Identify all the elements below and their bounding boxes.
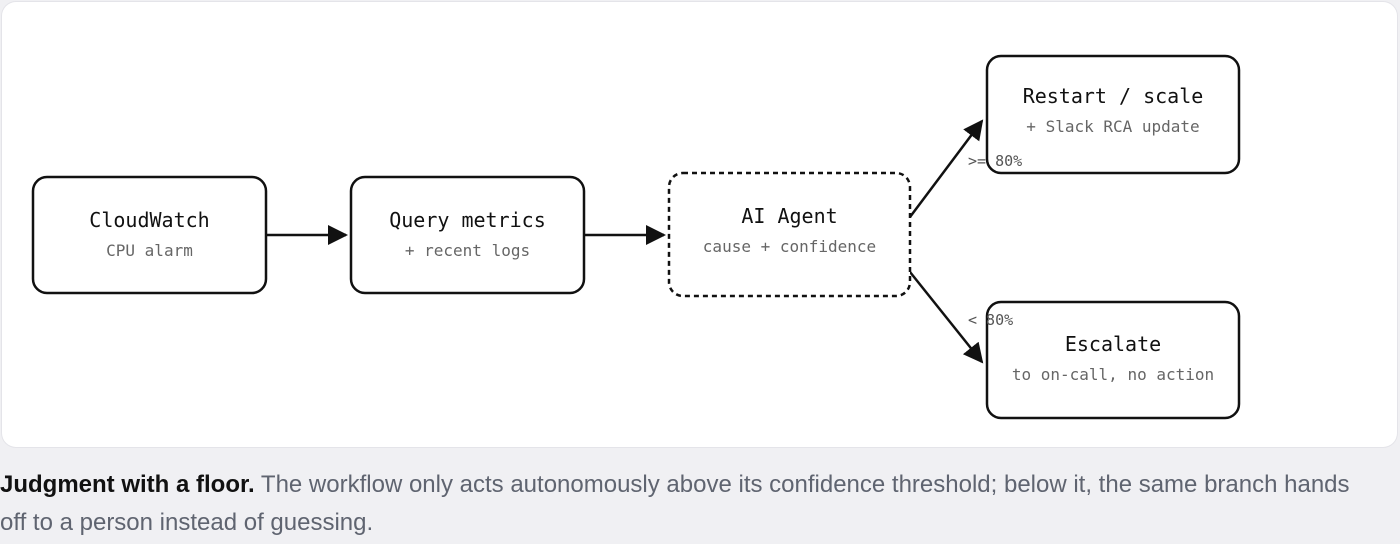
node-restart-scale-subtitle: + Slack RCA update <box>1026 117 1199 136</box>
node-cloudwatch-subtitle: CPU alarm <box>106 241 193 260</box>
caption-lead: Judgment with a floor. <box>0 471 255 498</box>
node-ai-agent-subtitle: cause + confidence <box>703 237 876 256</box>
edge-agent-to-escalate <box>909 271 984 364</box>
edge-agent-to-restart <box>909 119 984 218</box>
caption-body: The workflow only acts autonomously abov… <box>0 471 1350 536</box>
node-escalate-title: Escalate <box>1065 332 1161 356</box>
node-query-metrics-title: Query metrics <box>389 208 546 232</box>
node-cloudwatch: CloudWatch CPU alarm <box>31 175 268 295</box>
node-query-metrics-subtitle: + recent logs <box>405 241 530 260</box>
node-ai-agent: AI Agent cause + confidence <box>667 171 912 298</box>
node-query-metrics: Query metrics + recent logs <box>349 175 586 295</box>
node-escalate: Escalate to on-call, no action <box>985 300 1241 420</box>
diagram-caption: Judgment with a floor. The workflow only… <box>0 466 1380 542</box>
node-restart-scale-title: Restart / scale <box>1023 84 1204 108</box>
edge-label-high-confidence: >= 80% <box>968 152 1022 170</box>
node-escalate-subtitle: to on-call, no action <box>1012 365 1214 384</box>
workflow-diagram: CloudWatch CPU alarm Query metrics + rec… <box>31 54 1241 420</box>
node-restart-scale: Restart / scale + Slack RCA update <box>985 54 1241 175</box>
node-ai-agent-title: AI Agent <box>741 204 837 228</box>
node-cloudwatch-title: CloudWatch <box>89 208 209 232</box>
edge-label-low-confidence: < 80% <box>968 311 1013 329</box>
